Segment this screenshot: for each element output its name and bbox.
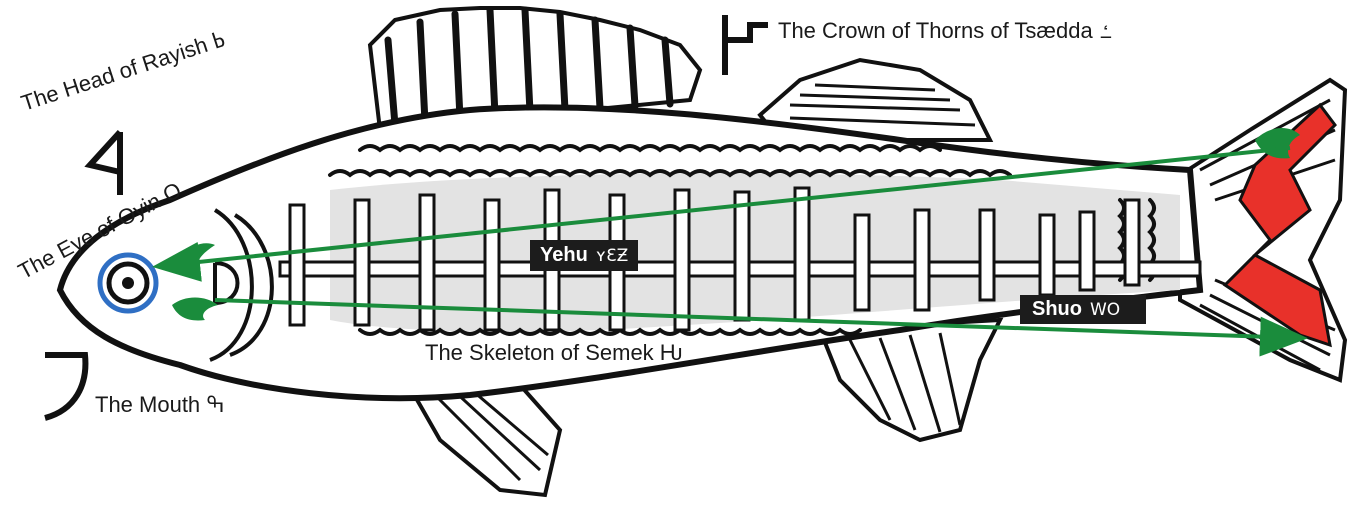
rayish-glyph-icon xyxy=(90,132,120,195)
yehu-script: ʏƐƵ xyxy=(596,246,628,266)
shuo-tag: Shuo WO xyxy=(1020,295,1146,324)
shuo-name: Shuo xyxy=(1032,298,1082,320)
label-crown-of-thorns: The Crown of Thorns of Tsædda ߑ xyxy=(778,18,1113,44)
eye xyxy=(100,255,156,311)
mouth-glyph-icon xyxy=(45,355,85,418)
shuo-script: WO xyxy=(1090,300,1120,320)
label-skeleton-of-semek: The Skeleton of Semek Ƕ xyxy=(425,340,683,366)
label-mouth: The Mouth ߒ xyxy=(95,392,225,418)
tsaedda-glyph-icon xyxy=(725,15,768,75)
yehu-name: Yehu xyxy=(540,244,588,266)
